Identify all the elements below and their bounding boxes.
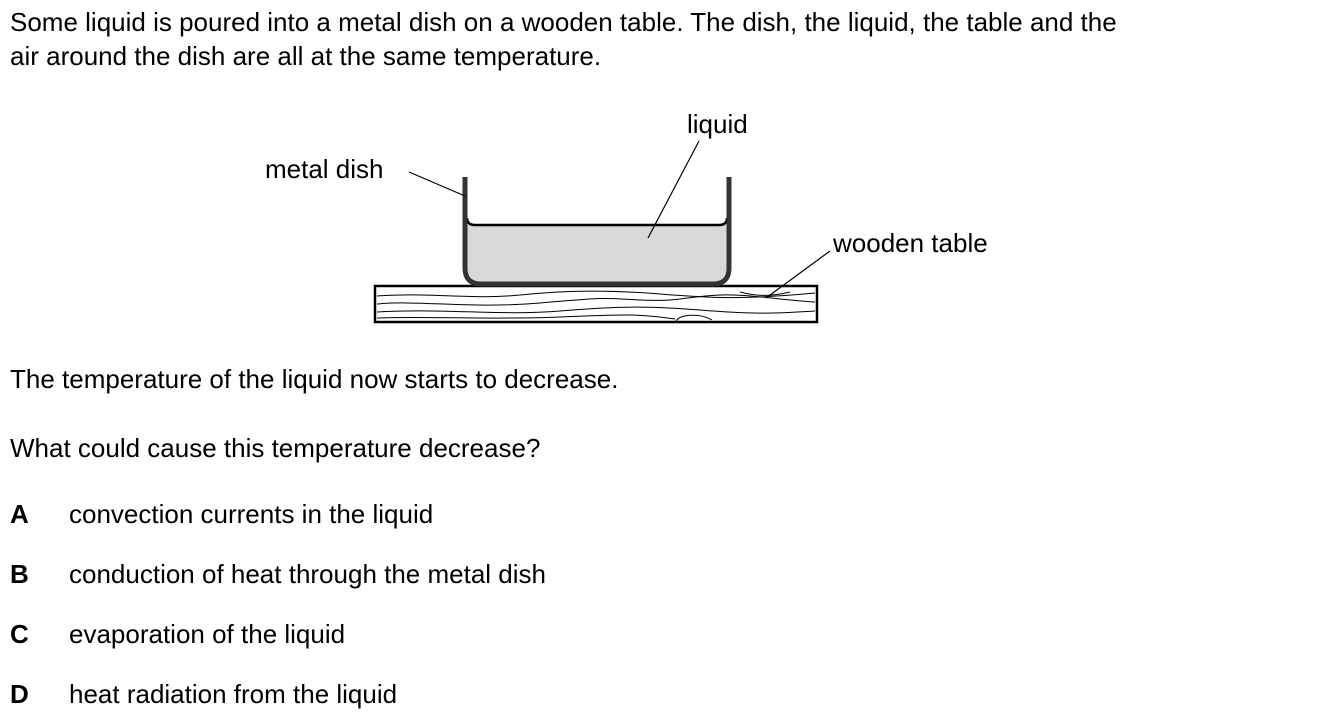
- statement-text: The temperature of the liquid now starts…: [10, 364, 619, 394]
- liquid-body: [467, 225, 727, 282]
- liquid-leader-line: [647, 140, 700, 239]
- option-text: conduction of heat through the metal dis…: [69, 559, 546, 589]
- liquid-surface: [465, 217, 729, 227]
- intro-line-2: air around the dish are all at the same …: [10, 41, 602, 71]
- option-text: evaporation of the liquid: [69, 619, 346, 649]
- question-text: What could cause this temperature decrea…: [10, 433, 541, 463]
- option-letter: B: [10, 559, 29, 589]
- option-letter: D: [10, 679, 29, 709]
- wood-grain: [376, 290, 816, 322]
- option-text: heat radiation from the liquid: [69, 679, 398, 709]
- wooden-table-leader-line: [765, 250, 831, 299]
- label-liquid: liquid: [687, 109, 748, 139]
- intro-line-1: Some liquid is poured into a metal dish …: [10, 7, 1117, 37]
- option-letter: C: [10, 619, 29, 649]
- metal-dish: [462, 177, 732, 287]
- label-wooden-table: wooden table: [832, 228, 988, 258]
- option-letter: A: [10, 499, 29, 529]
- label-metal-dish: metal dish: [265, 154, 384, 184]
- metal-dish-leader-line: [408, 171, 466, 197]
- wooden-table: [373, 284, 819, 324]
- option-text: convection currents in the liquid: [69, 499, 434, 529]
